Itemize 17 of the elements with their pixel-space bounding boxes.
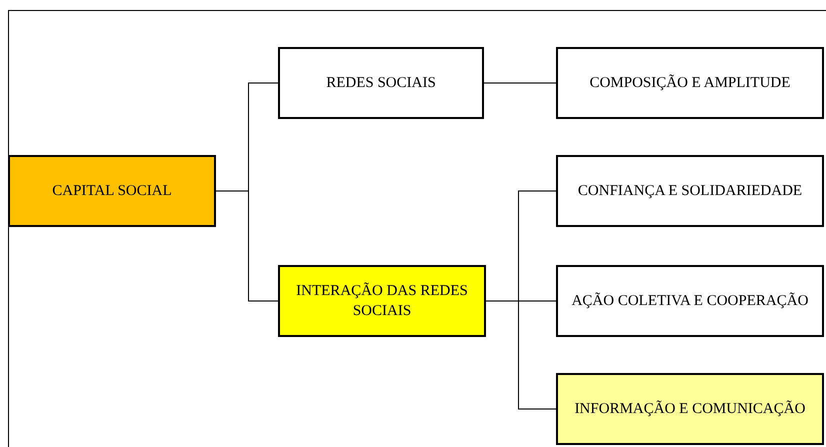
connector-line [216, 190, 278, 302]
concept-box [278, 265, 486, 337]
concept-box [556, 373, 824, 445]
concept-box [556, 47, 824, 119]
box-label: REDES SOCIAIS [326, 74, 436, 93]
box-label: CONFIANÇA E SOLIDARIEDADE [578, 182, 802, 201]
box-label: COMPOSIÇÃO E AMPLITUDE [590, 74, 790, 93]
box-label: CAPITAL SOCIAL [52, 182, 172, 201]
concept-box [556, 155, 824, 227]
connector-line [486, 300, 556, 410]
box-label: AÇÃO COLETIVA E COOPERAÇÃO [572, 292, 808, 311]
box-label: INFORMAÇÃO E COMUNICAÇÃO [574, 400, 806, 419]
concept-box [278, 47, 484, 119]
concept-box [8, 155, 216, 227]
concept-box [556, 265, 824, 337]
connector-line [484, 82, 556, 84]
box-label: INTERAÇÃO DAS REDES SOCIAIS [295, 282, 469, 321]
